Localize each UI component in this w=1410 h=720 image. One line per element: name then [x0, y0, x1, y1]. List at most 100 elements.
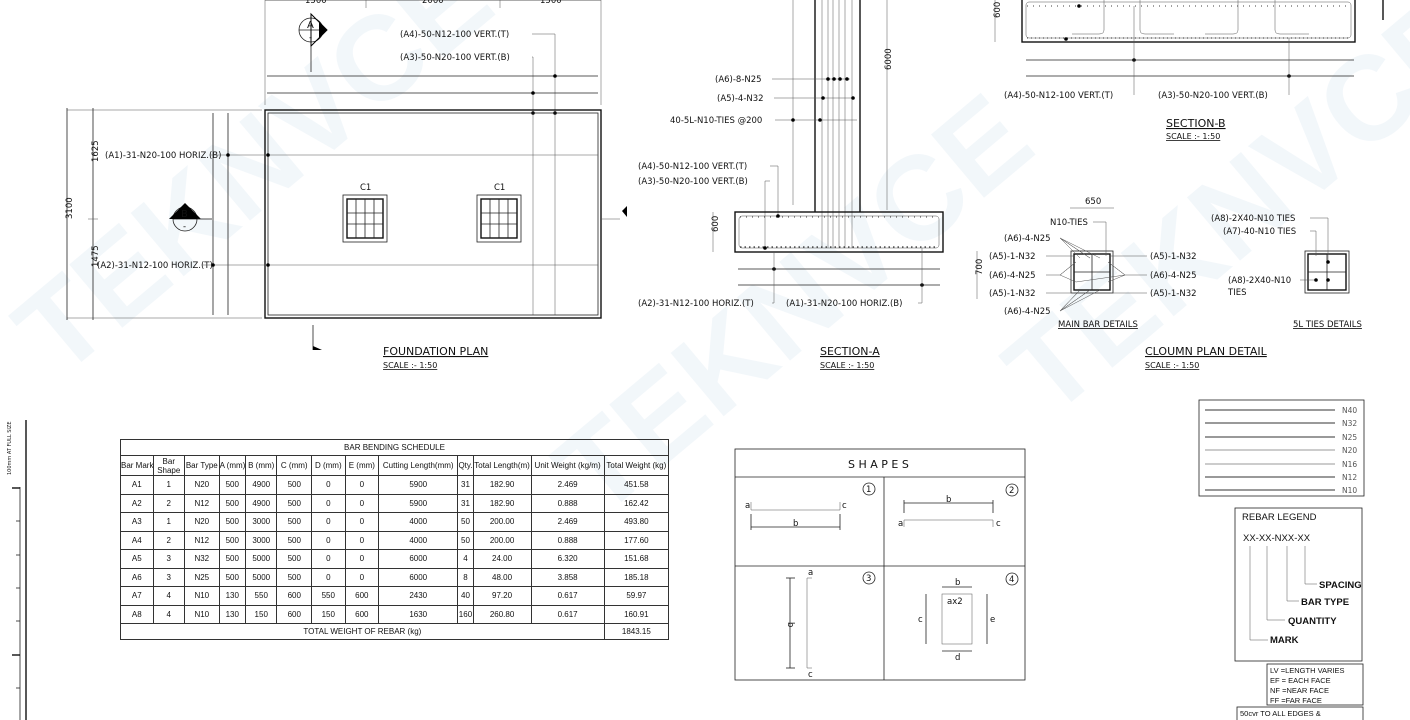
column-plan-scale: SCALE :- 1:50: [1145, 361, 1199, 370]
label-a6-right: (A6)-4-N25: [1150, 271, 1197, 281]
table-cell: 4900: [244, 475, 278, 495]
section-b-title: SECTION-B: [1166, 117, 1226, 130]
label-a1: (A1)-31-N20-100 HORIZ.(B): [105, 151, 221, 161]
header-cell: D (mm): [311, 455, 346, 476]
label-a3: (A3)-50-N20-100 VERT.(B): [1158, 91, 1268, 101]
svg-text:B: B: [181, 209, 188, 220]
svg-text:A: A: [307, 20, 314, 31]
table-cell: 162.42: [603, 493, 670, 513]
table-cell: 500: [276, 512, 313, 532]
dim-600: 600: [993, 2, 1003, 18]
foundation-plan: 1500 2000 1500 A - (A4)-50-N12-100 VERT.…: [65, 0, 627, 370]
rebar-legend-mark: MARK: [1270, 635, 1299, 646]
table-cell: 0: [344, 530, 380, 550]
label-a3: (A3)-50-N20-100 VERT.(B): [638, 177, 748, 187]
header-cell: Bar Shape: [152, 455, 186, 476]
column-plan-detail: 650 700 N10-TIES (A6)-4-N25 (A5)-1-N32 (…: [975, 197, 1362, 370]
scale-bar-label: 100mm AT FULL SIZE: [7, 422, 13, 475]
header-cell: Total Length(m): [472, 455, 532, 476]
section-a-scale: SCALE :- 1:50: [820, 361, 874, 370]
rebar-legend-quantity: QUANTITY: [1288, 616, 1337, 627]
5l-ties-details-caption: 5L TIES DETAILS: [1293, 320, 1362, 330]
section-marker-a[interactable]: A -: [298, 12, 328, 72]
header-cell: Total Weight (kg): [603, 455, 670, 476]
label-ties: 40-5L-N10-TIES @200: [670, 116, 762, 126]
main-bar-details-caption: MAIN BAR DETAILS: [1058, 320, 1138, 330]
table-cell: 40: [457, 586, 474, 606]
shape-number-3: 3: [866, 574, 871, 584]
svg-text:c: c: [808, 670, 813, 680]
svg-text:c: c: [996, 519, 1001, 529]
abbreviations: LV =LENGTH VARIES EF = EACH FACE NF =NEA…: [1266, 663, 1364, 706]
table-cell: 0.617: [530, 586, 605, 606]
shapes-title: S H A P E S: [848, 458, 909, 471]
table-cell: 151.68: [603, 549, 670, 569]
dim-650: 650: [1085, 197, 1101, 207]
svg-text:b: b: [793, 519, 798, 529]
label-a3: (A3)-50-N20-100 VERT.(B): [400, 53, 510, 63]
svg-text:-: -: [309, 33, 312, 43]
table-cell: N25: [184, 567, 220, 587]
label-a7: (A7)-40-N10 TIES: [1223, 227, 1296, 237]
scale-bar: 100mm AT FULL SIZE: [7, 420, 27, 720]
table-cell: 5000: [244, 567, 278, 587]
section-b-scale: SCALE :- 1:50: [1166, 132, 1220, 141]
table-cell: 500: [276, 493, 313, 513]
rebar-legend-title: REBAR LEGEND: [1242, 512, 1317, 523]
table-cell: 500: [218, 512, 246, 532]
table-cell: 50: [457, 530, 474, 550]
svg-text:e: e: [990, 615, 995, 625]
legend-n20: N20: [1342, 446, 1357, 455]
svg-text:C1: C1: [494, 183, 505, 193]
abbreviation-lv: LV =LENGTH VARIES: [1270, 666, 1345, 675]
svg-text:b: b: [785, 622, 795, 627]
table-cell: 493.80: [603, 512, 670, 532]
table-cell: N10: [184, 604, 220, 624]
table-cell: 0: [311, 549, 346, 569]
table-cell: 0: [311, 475, 346, 495]
table-cell: 0: [311, 512, 346, 532]
table-cell: 550: [244, 586, 278, 606]
label-a8-line2: TIES: [1227, 288, 1246, 298]
table-cell: 0.888: [530, 530, 605, 550]
table-cell: A4: [120, 530, 154, 550]
table-cell: 500: [276, 530, 313, 550]
table-cell: 600: [276, 586, 313, 606]
table-cell: 150: [311, 604, 346, 624]
table-cell: 451.58: [603, 475, 670, 495]
table-cell: 50: [457, 512, 474, 532]
table-cell: 1630: [378, 604, 459, 624]
label-a4: (A4)-50-N12-100 VERT.(T): [400, 30, 509, 40]
table-cell: 4900: [244, 493, 278, 513]
table-cell: A8: [120, 604, 154, 624]
table-cell: 4: [457, 549, 474, 569]
table-cell: N20: [184, 475, 220, 495]
table-cell: 3000: [244, 530, 278, 550]
table-cell: 6000: [378, 567, 459, 587]
svg-text:a: a: [808, 568, 813, 578]
table-cell: 0.617: [530, 604, 605, 624]
section-marker-b[interactable]: B -: [169, 203, 212, 232]
header-cell: Bar Type: [184, 455, 220, 476]
rebar-legend: REBAR LEGEND XX-XX-NXX-XX MARK QUANTITY …: [1234, 507, 1363, 662]
table-cell: 500: [218, 530, 246, 550]
label-a5-left-top: (A5)-1-N32: [989, 252, 1036, 262]
header-cell: Bar Mark: [120, 455, 154, 476]
table-cell: 0: [344, 549, 380, 569]
table-cell: 97.20: [472, 586, 532, 606]
svg-text:ax2: ax2: [947, 597, 963, 607]
table-cell: 160: [457, 604, 474, 624]
label-n10-ties: N10-TIES: [1050, 218, 1088, 228]
label-a5-right-bottom: (A5)-1-N32: [1150, 289, 1197, 299]
table-cell: 600: [276, 604, 313, 624]
shape-number-1: 1: [866, 485, 871, 495]
table-cell: 0: [344, 512, 380, 532]
table-cell: 550: [311, 586, 346, 606]
table-cell: N32: [184, 549, 220, 569]
table-cell: A2: [120, 493, 154, 513]
label-a8-top: (A8)-2X40-N10 TIES: [1211, 214, 1295, 224]
